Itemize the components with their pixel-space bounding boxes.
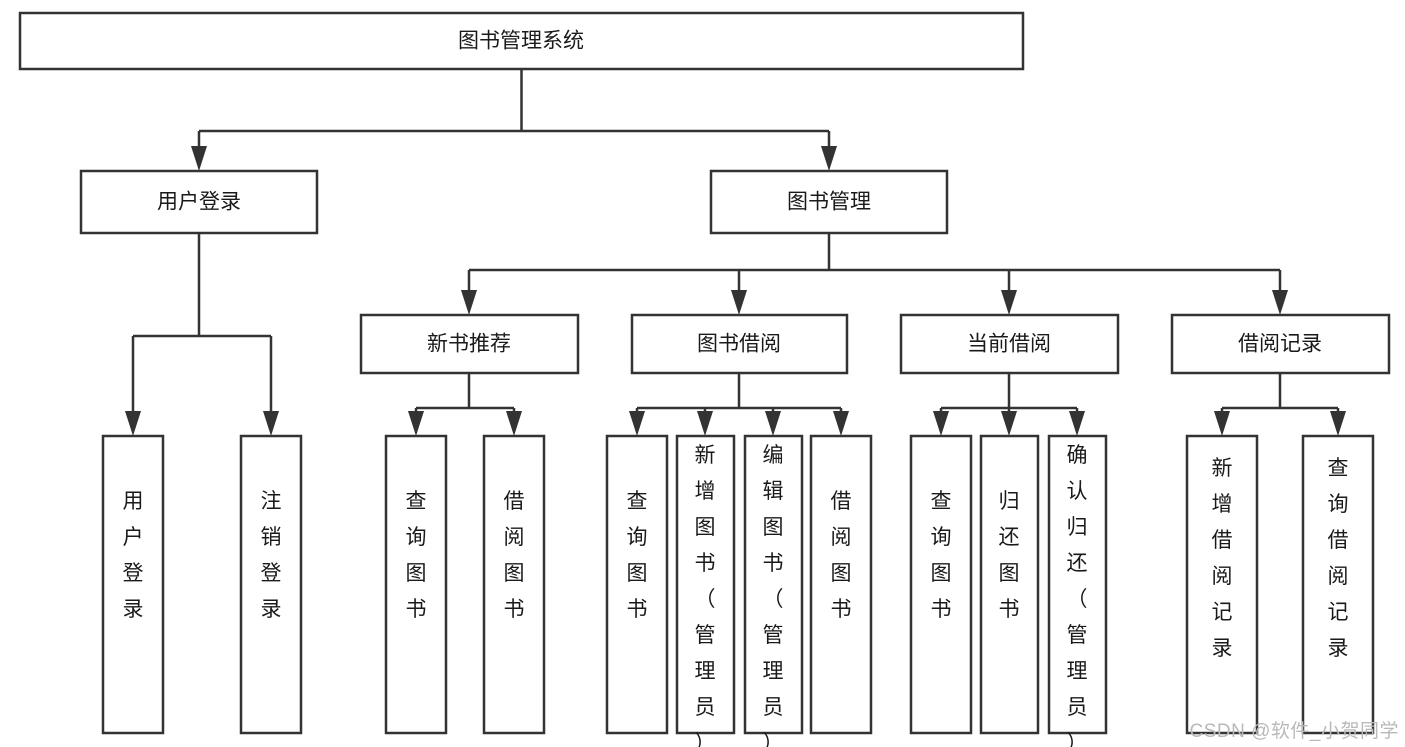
node-leaf-user-logout-box[interactable] bbox=[239, 434, 303, 735]
node-leaf-confirm-return[interactable]: 确认归还（管理员） bbox=[1047, 434, 1108, 747]
node-leaf-query-book-3[interactable]: 查询图书 bbox=[909, 434, 973, 735]
node-book-borrow[interactable]: 图书借阅 bbox=[630, 313, 849, 375]
connector-group-new-book-rec bbox=[408, 373, 522, 436]
connector-group-book-mgmt bbox=[461, 233, 1288, 315]
node-leaf-borrow-book-1-box[interactable] bbox=[482, 434, 546, 735]
connector-group-user-login bbox=[125, 233, 279, 436]
node-leaf-user-login[interactable]: 用户登录 bbox=[101, 434, 165, 735]
node-leaf-add-record-label: 新增借阅记录 bbox=[1212, 457, 1233, 660]
node-leaf-query-book-1-box[interactable] bbox=[384, 434, 448, 735]
node-leaf-query-book-3-label: 查询图书 bbox=[931, 490, 952, 621]
node-leaf-query-book-3-box[interactable] bbox=[909, 434, 973, 735]
node-root[interactable]: 图书管理系统 bbox=[18, 11, 1025, 71]
node-leaf-query-book-2-box[interactable] bbox=[605, 434, 669, 735]
node-leaf-borrow-book-2[interactable]: 借阅图书 bbox=[809, 434, 873, 735]
arrow-head-leaf-add-book bbox=[697, 411, 713, 436]
node-user-login[interactable]: 用户登录 bbox=[79, 169, 319, 235]
node-leaf-query-record-label: 查询借阅记录 bbox=[1328, 457, 1349, 660]
node-leaf-edit-book-box[interactable] bbox=[743, 434, 804, 735]
arrow-head-leaf-query-book-3 bbox=[933, 411, 949, 436]
arrow-head-leaf-query-book-2 bbox=[629, 411, 645, 436]
node-leaf-edit-book-label: 编辑图书（管理员） bbox=[763, 444, 784, 747]
node-leaf-query-book-2-label: 查询图书 bbox=[627, 490, 648, 621]
node-leaf-query-book-1-label: 查询图书 bbox=[406, 490, 427, 621]
node-book-mgmt-box[interactable] bbox=[709, 169, 949, 235]
arrow-head-leaf-borrow-book-2 bbox=[833, 411, 849, 436]
node-book-borrow-label: 图书借阅 bbox=[697, 333, 781, 356]
node-new-book-rec-box[interactable] bbox=[359, 313, 580, 375]
arrow-head-user-login bbox=[191, 146, 207, 171]
node-leaf-borrow-book-1-label: 借阅图书 bbox=[504, 490, 525, 621]
node-user-login-box[interactable] bbox=[79, 169, 319, 235]
node-leaf-return-book[interactable]: 归还图书 bbox=[979, 434, 1040, 735]
arrow-head-leaf-borrow-book-1 bbox=[506, 411, 522, 436]
node-book-borrow-box[interactable] bbox=[630, 313, 849, 375]
node-new-book-rec[interactable]: 新书推荐 bbox=[359, 313, 580, 375]
node-book-mgmt-label: 图书管理 bbox=[787, 191, 871, 214]
arrow-head-borrow-record bbox=[1272, 290, 1288, 315]
node-leaf-add-book-box[interactable] bbox=[675, 434, 736, 735]
arrow-head-leaf-user-logout bbox=[263, 411, 279, 436]
node-current-borrow-label: 当前借阅 bbox=[967, 333, 1051, 356]
arrow-head-book-mgmt bbox=[821, 146, 837, 171]
node-leaf-borrow-book-1[interactable]: 借阅图书 bbox=[482, 434, 546, 735]
node-leaf-query-book-2[interactable]: 查询图书 bbox=[605, 434, 669, 735]
arrow-head-leaf-query-book-1 bbox=[408, 411, 424, 436]
node-leaf-confirm-return-box[interactable] bbox=[1047, 434, 1108, 735]
node-leaf-user-login-box[interactable] bbox=[101, 434, 165, 735]
node-leaf-query-book-1[interactable]: 查询图书 bbox=[384, 434, 448, 735]
node-borrow-record[interactable]: 借阅记录 bbox=[1170, 313, 1391, 375]
connector-group-borrow-record bbox=[1214, 373, 1346, 436]
node-leaf-borrow-book-2-label: 借阅图书 bbox=[831, 490, 852, 621]
arrow-head-leaf-add-record bbox=[1214, 411, 1230, 436]
arrow-head-leaf-user-login bbox=[125, 411, 141, 436]
node-book-mgmt[interactable]: 图书管理 bbox=[709, 169, 949, 235]
node-root-label: 图书管理系统 bbox=[458, 30, 584, 53]
arrow-head-current-borrow bbox=[1001, 290, 1017, 315]
arrow-head-leaf-return-book bbox=[1001, 411, 1017, 436]
node-leaf-query-record-box[interactable] bbox=[1301, 434, 1375, 735]
node-leaf-user-logout-label: 注销登录 bbox=[261, 490, 282, 621]
node-borrow-record-label: 借阅记录 bbox=[1238, 333, 1322, 356]
connector-group-book-borrow bbox=[629, 373, 849, 436]
node-leaf-add-record-box[interactable] bbox=[1185, 434, 1259, 735]
node-leaf-add-book-label: 新增图书（管理员） bbox=[695, 444, 716, 747]
node-user-login-label: 用户登录 bbox=[157, 191, 241, 214]
arrow-head-new-book-rec bbox=[461, 290, 477, 315]
node-leaf-return-book-box[interactable] bbox=[979, 434, 1040, 735]
node-root-box[interactable] bbox=[18, 11, 1025, 71]
node-leaf-user-login-label: 用户登录 bbox=[123, 490, 144, 621]
node-leaf-user-logout[interactable]: 注销登录 bbox=[239, 434, 303, 735]
node-current-borrow-box[interactable] bbox=[899, 313, 1120, 375]
node-leaf-add-book[interactable]: 新增图书（管理员） bbox=[675, 434, 736, 747]
node-leaf-edit-book[interactable]: 编辑图书（管理员） bbox=[743, 434, 804, 747]
arrow-head-leaf-confirm-return bbox=[1069, 411, 1085, 436]
arrow-head-leaf-query-record bbox=[1330, 411, 1346, 436]
node-new-book-rec-label: 新书推荐 bbox=[427, 333, 511, 356]
node-leaf-confirm-return-label: 确认归还（管理员） bbox=[1067, 444, 1088, 747]
arrow-head-leaf-edit-book bbox=[765, 411, 781, 436]
node-leaf-return-book-label: 归还图书 bbox=[999, 490, 1020, 621]
node-current-borrow[interactable]: 当前借阅 bbox=[899, 313, 1120, 375]
node-leaf-query-record[interactable]: 查询借阅记录 bbox=[1301, 434, 1375, 735]
connector-group-root bbox=[191, 69, 837, 171]
connector-group-current-borrow bbox=[933, 373, 1085, 436]
arrow-head-book-borrow bbox=[731, 290, 747, 315]
node-leaf-borrow-book-2-box[interactable] bbox=[809, 434, 873, 735]
node-borrow-record-box[interactable] bbox=[1170, 313, 1391, 375]
node-leaf-add-record[interactable]: 新增借阅记录 bbox=[1185, 434, 1259, 735]
